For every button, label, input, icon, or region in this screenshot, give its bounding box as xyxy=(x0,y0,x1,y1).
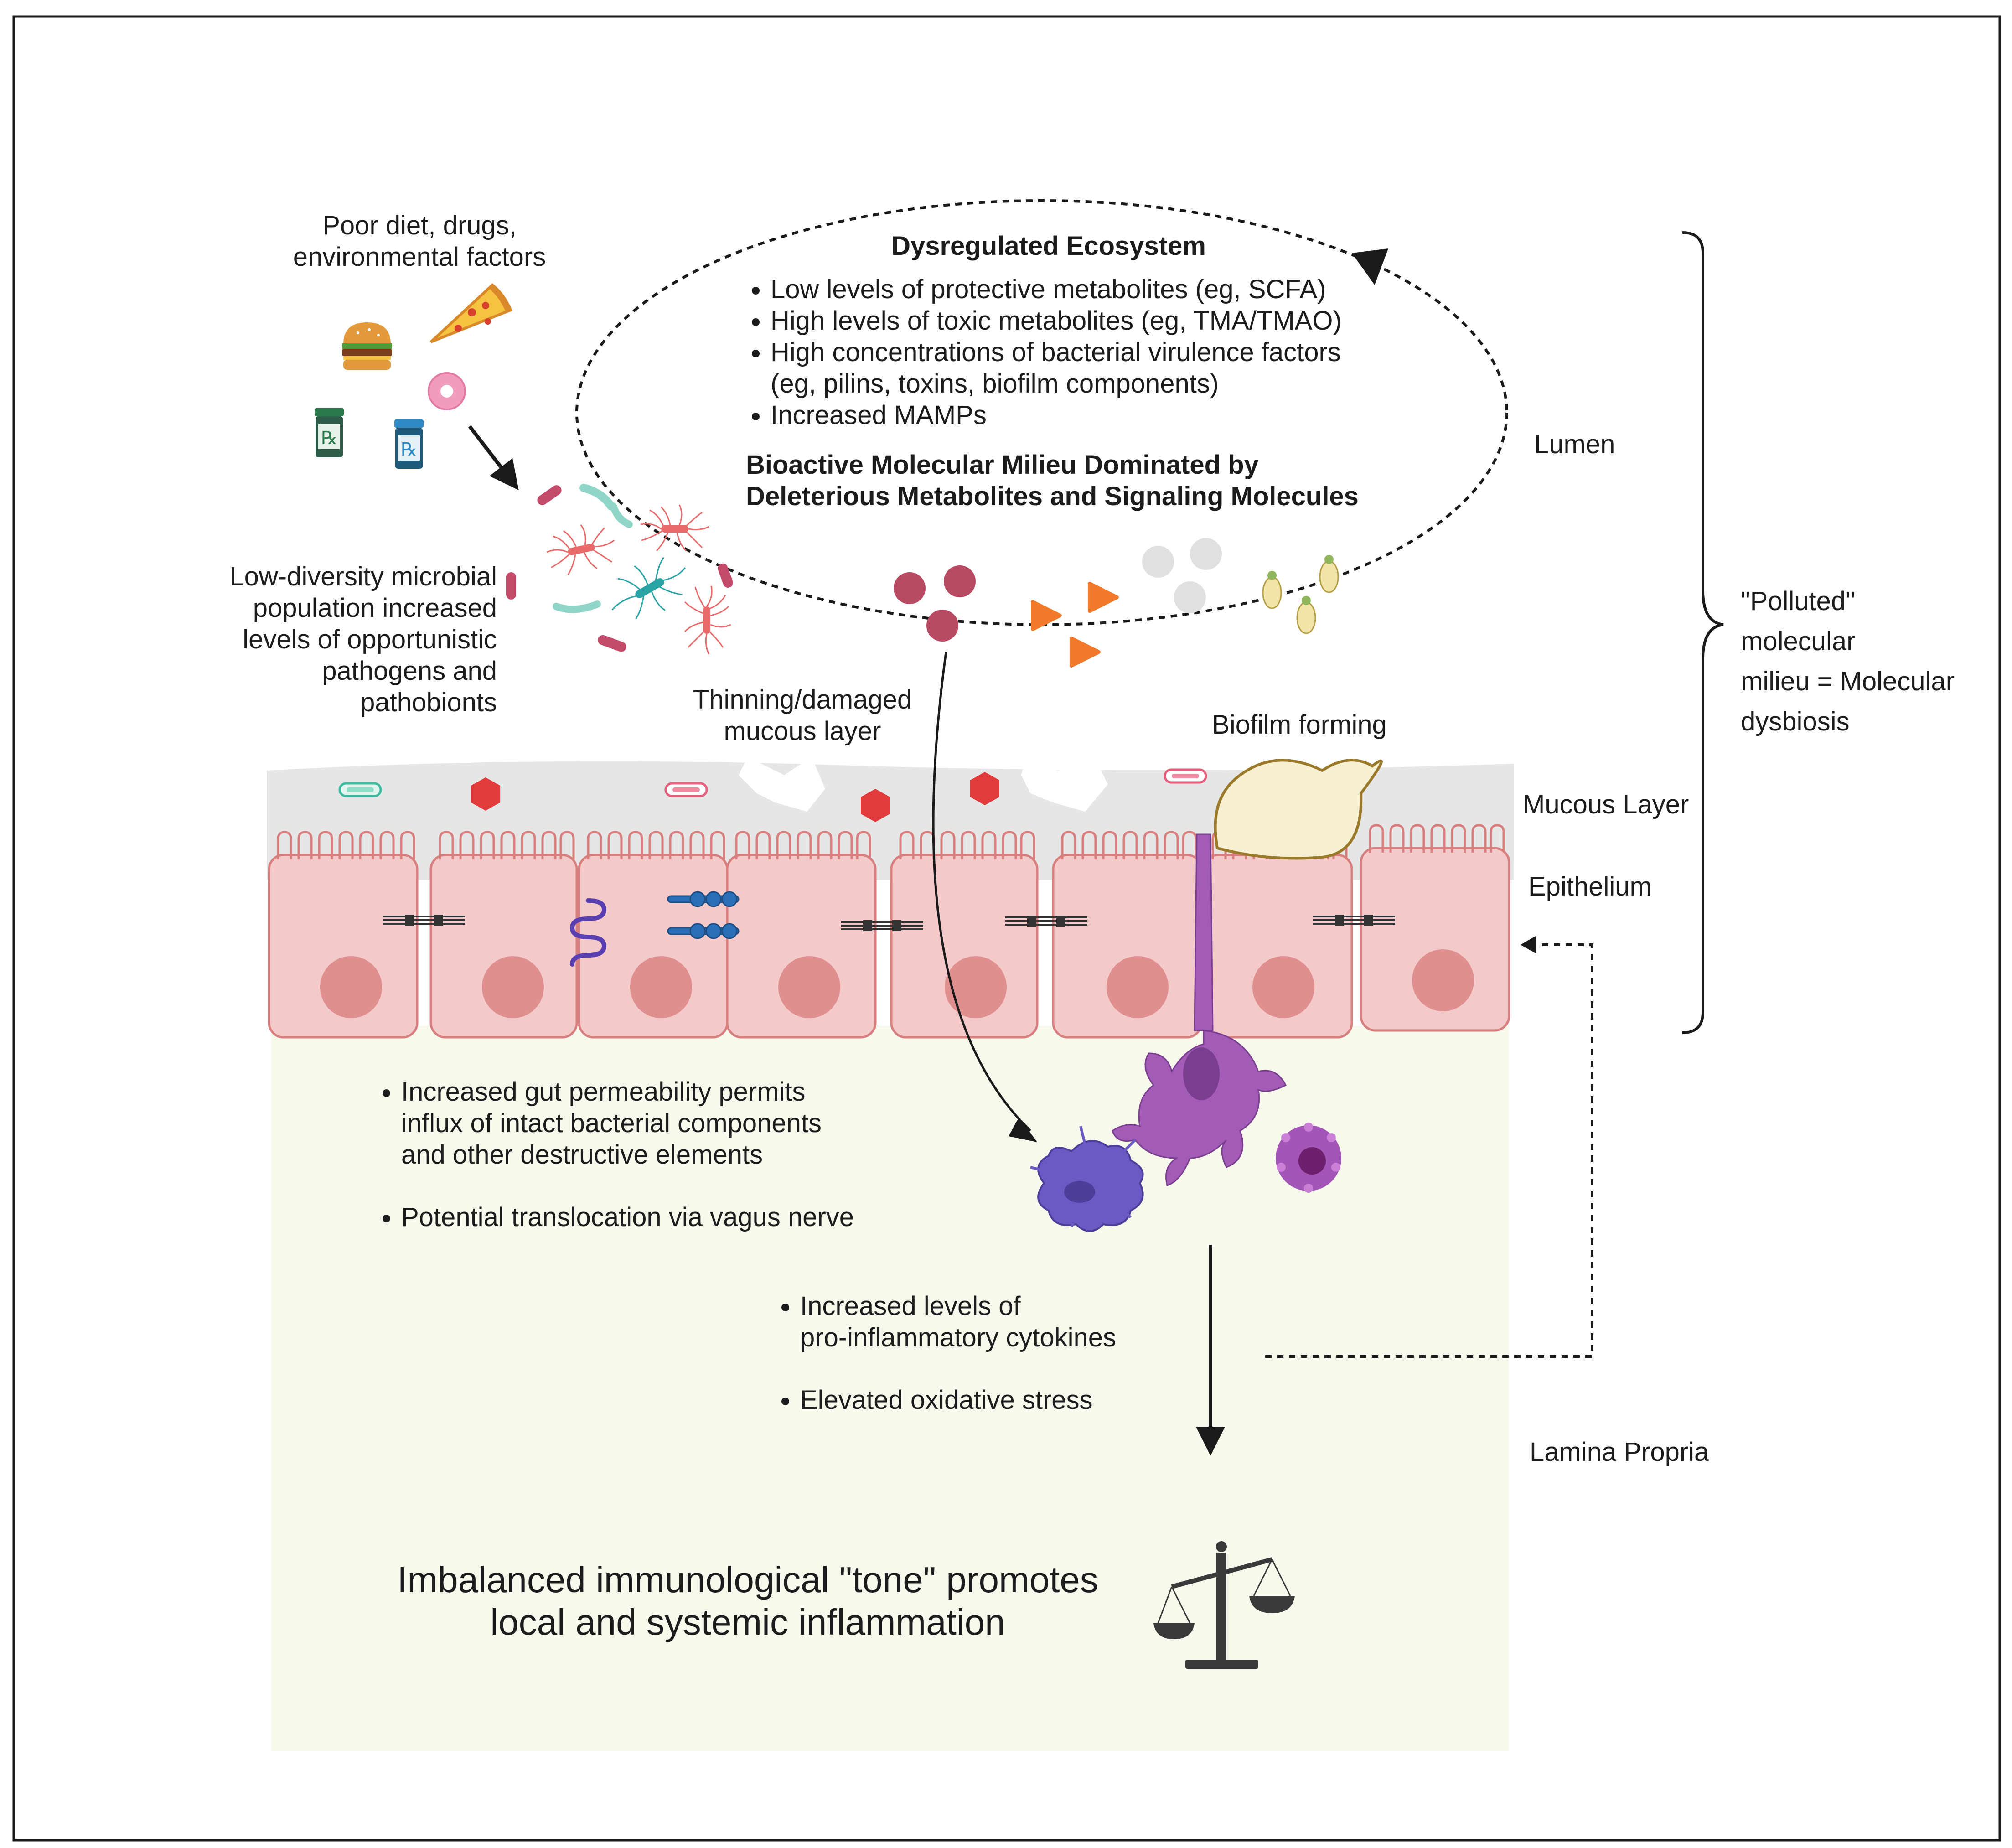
polluted-line-1: "Polluted" xyxy=(1741,586,1855,616)
yeast-cells xyxy=(1262,555,1339,634)
polluted-line-2: molecular xyxy=(1741,626,1856,656)
mucous-layer-label: Mucous Layer xyxy=(1523,790,1689,819)
ecosystem-bullet-3: High concentrations of bacterial virulen… xyxy=(771,336,1400,399)
gray-molecules xyxy=(1142,538,1222,613)
metabolite-circles xyxy=(894,565,976,642)
polluted-line-4: dysbiosis xyxy=(1741,707,1850,736)
receptor-icons xyxy=(667,891,740,939)
thinning-line-1: Thinning/damaged xyxy=(693,685,912,714)
poor-diet-line-2: environmental factors xyxy=(293,242,546,272)
mucous-damage-1 xyxy=(739,757,825,812)
ecosystem-bullet-3-text: High concentrations of bacterial virulen… xyxy=(771,337,1341,367)
low-diversity-label: Low-diversity microbial population incre… xyxy=(164,561,497,718)
cytokine-bullet-1: Increased levels of pro-inflammatory cyt… xyxy=(800,1290,1270,1353)
ecosystem-title: Dysregulated Ecosystem xyxy=(891,231,1206,261)
poor-diet-label: Poor diet, drugs, environmental factors xyxy=(255,210,584,273)
lamina-propria-label: Lamina Propria xyxy=(1530,1437,1709,1467)
mucous-damage-2 xyxy=(1021,757,1108,812)
mucous-bacteria xyxy=(338,770,1347,807)
svg-text:℞: ℞ xyxy=(401,440,417,460)
permeability-bullet-1: Increased gut permeability permits influ… xyxy=(401,1076,1008,1170)
ecosystem-bullet-3-cont: (eg, pilins, toxins, biofilm components) xyxy=(771,369,1219,399)
cell-nuclei xyxy=(320,949,1474,1018)
oxidative-bullet: Elevated oxidative stress xyxy=(800,1384,1270,1416)
squiggle-bacterium-icon xyxy=(569,898,607,967)
milieu-subtitle-line-2: Deleterious Metabolites and Signaling Mo… xyxy=(746,481,1359,511)
permeability-bullets: Increased gut permeability permits influ… xyxy=(369,1076,1008,1233)
permeability-line-2: influx of intact bacterial components xyxy=(401,1108,822,1138)
low-diversity-line-2: population increased xyxy=(253,593,497,623)
poor-diet-line-1: Poor diet, drugs, xyxy=(322,211,517,240)
cytokine-line-2: pro-inflammatory cytokines xyxy=(800,1323,1116,1352)
burger-icon xyxy=(342,322,392,370)
vagus-bullet: Potential translocation via vagus nerve xyxy=(401,1201,1008,1233)
neutrophil-icon xyxy=(1276,1123,1341,1193)
polluted-label: "Polluted" molecular milieu = Molecular … xyxy=(1741,581,1996,742)
triangle-molecules xyxy=(1031,582,1119,668)
thinning-label: Thinning/damaged mucous layer xyxy=(657,684,948,747)
cytokine-line-1: Increased levels of xyxy=(800,1291,1021,1321)
right-brace xyxy=(1682,231,1724,1034)
ecosystem-bullets: Low levels of protective metabolites (eg… xyxy=(739,274,1400,431)
pizza-icon xyxy=(429,283,512,343)
permeability-line-3: and other destructive elements xyxy=(401,1140,763,1170)
low-diversity-line-1: Low-diversity microbial xyxy=(229,562,497,591)
biofilm-label: Biofilm forming xyxy=(1212,710,1387,740)
svg-text:℞: ℞ xyxy=(321,428,337,448)
permeability-line-1: Increased gut permeability permits xyxy=(401,1077,806,1107)
cytokine-bullets: Increased levels of pro-inflammatory cyt… xyxy=(768,1290,1270,1416)
tight-junctions xyxy=(383,915,1395,931)
biofilm-region xyxy=(1214,759,1383,860)
figure-border xyxy=(12,15,2001,1842)
milieu-subtitle: Bioactive Molecular Milieu Dominated by … xyxy=(746,449,1407,512)
bacteria-cluster xyxy=(506,484,733,655)
ellipse-arrowhead xyxy=(1352,248,1388,285)
translocation-arrow xyxy=(932,652,1031,1132)
rx-bottle-icon: ℞ xyxy=(315,408,344,457)
dendritic-cell-icon xyxy=(1112,833,1287,1186)
ecosystem-bullet-1: Low levels of protective metabolites (eg… xyxy=(771,274,1400,305)
epithelium-label: Epithelium xyxy=(1528,872,1652,901)
lumen-label: Lumen xyxy=(1534,430,1615,459)
scale-icon xyxy=(1153,1541,1295,1669)
ecosystem-bullet-2: High levels of toxic metabolites (eg, TM… xyxy=(771,305,1400,336)
conclusion-line-2: local and systemic inflammation xyxy=(490,1602,1005,1642)
milieu-subtitle-line-1: Bioactive Molecular Milieu Dominated by xyxy=(746,450,1259,480)
polluted-line-3: milieu = Molecular xyxy=(1741,667,1955,696)
ecosystem-bullet-4: Increased MAMPs xyxy=(771,399,1400,431)
diet-arrow xyxy=(468,425,519,491)
microvilli xyxy=(277,824,1505,859)
thinning-line-2: mucous layer xyxy=(724,716,881,746)
conclusion-line-1: Imbalanced immunological "tone" promotes xyxy=(397,1559,1098,1600)
macrophage-icon xyxy=(1030,1126,1144,1232)
donut-icon xyxy=(428,372,466,410)
rx-bottle-icon-2: ℞ xyxy=(394,419,424,469)
low-diversity-line-3: levels of opportunistic xyxy=(243,625,497,654)
low-diversity-line-5: pathobionts xyxy=(360,688,497,717)
conclusion-text: Imbalanced immunological "tone" promotes… xyxy=(360,1558,1135,1643)
low-diversity-line-4: pathogens and xyxy=(322,656,497,686)
